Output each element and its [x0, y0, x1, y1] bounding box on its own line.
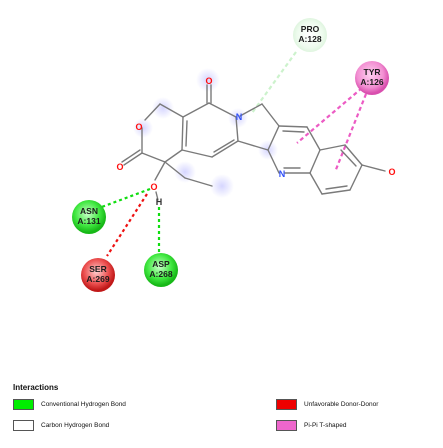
svg-text:A:268: A:268	[149, 269, 172, 279]
atom-oxygen: O	[150, 182, 157, 192]
legend-swatch	[13, 420, 34, 431]
residue-ser: SER A:269	[81, 258, 115, 292]
legend-item-conventional-hydrogen-bond: Conventional Hydrogen Bond	[13, 399, 126, 410]
atom-oxygen: O	[205, 76, 212, 86]
legend-label: Conventional Hydrogen Bond	[41, 401, 126, 408]
svg-text:SER: SER	[89, 264, 106, 274]
unfavorable-donor-donor-line	[106, 193, 148, 257]
residue-asp: ASP A:268	[144, 253, 178, 287]
atom-nitrogen: N	[279, 169, 286, 179]
legend-item-unfavorable-donor-donor: Unfavorable Donor-Donor	[276, 399, 378, 410]
svg-text:A:126: A:126	[360, 77, 383, 87]
legend-label: Carbon Hydrogen Bond	[41, 422, 110, 429]
legend-title: Interactions	[13, 383, 59, 392]
hydrogen-bond-line	[98, 187, 151, 210]
svg-text:A:128: A:128	[298, 34, 321, 44]
atom-oxygen: O	[388, 167, 395, 177]
molecule-bonds	[121, 84, 386, 201]
legend-swatch	[276, 420, 297, 431]
carbon-hydrogen-bond-line	[251, 51, 297, 114]
svg-text:A:269: A:269	[86, 274, 109, 284]
legend-item-pi-pi-t-shaped: Pi-Pi T-shaped	[276, 420, 347, 431]
legend-item-carbon-hydrogen-bond: Carbon Hydrogen Bond	[13, 420, 109, 431]
svg-text:A:131: A:131	[77, 216, 100, 226]
atom-hydrogen: H	[156, 197, 163, 207]
svg-text:TYR: TYR	[364, 67, 381, 77]
atom-labels: O O O O O N N H	[116, 76, 395, 207]
legend-swatch	[276, 399, 297, 410]
interaction-lines	[98, 51, 368, 257]
pi-pi-line	[296, 87, 363, 144]
residue-pro: PRO A:128	[293, 18, 327, 52]
accessibility-halos	[133, 68, 278, 198]
svg-text:ASN: ASN	[80, 206, 98, 216]
legend-label: Unfavorable Donor-Donor	[304, 401, 379, 408]
svg-text:PRO: PRO	[301, 24, 320, 34]
residue-asn: ASN A:131	[72, 200, 106, 234]
svg-text:ASP: ASP	[152, 259, 170, 269]
legend-swatch	[13, 399, 34, 410]
legend-label: Pi-Pi T-shaped	[304, 422, 347, 429]
residue-tyr: TYR A:126	[355, 61, 389, 95]
atom-oxygen: O	[135, 122, 142, 132]
atom-oxygen: O	[116, 162, 123, 172]
atom-nitrogen: N	[236, 112, 243, 122]
